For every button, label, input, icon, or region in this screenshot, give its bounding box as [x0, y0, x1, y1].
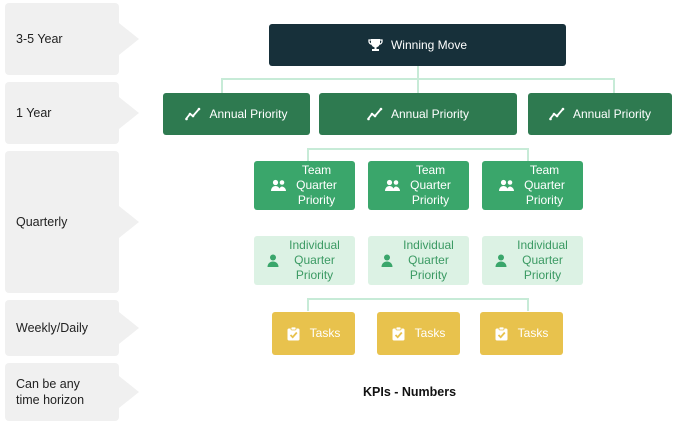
annual-priority-node[interactable]: Annual Priority — [528, 93, 672, 135]
row-label-quarterly: Quarterly — [5, 151, 119, 293]
annual-priority-label: Annual Priority — [572, 106, 652, 121]
annual-priority-node[interactable]: Annual Priority — [319, 93, 517, 135]
row-label-any-horizon: Can be any time horizon — [5, 363, 119, 421]
team-quarter-priority-node[interactable]: Team Quarter Priority — [254, 161, 355, 210]
connector-team-drop — [527, 148, 529, 161]
row-label-text: 3-5 Year — [16, 31, 63, 46]
individual-quarter-priority-node[interactable]: Individual Quarter Priority — [254, 236, 355, 285]
row-label-3-5-year: 3-5 Year — [5, 3, 119, 75]
row-label-weekly-daily: Weekly/Daily — [5, 300, 119, 356]
tasks-node[interactable]: Tasks — [377, 312, 460, 355]
connector-task-drop — [307, 298, 309, 311]
team-quarter-priority-node[interactable]: Team Quarter Priority — [482, 161, 583, 210]
individual-quarter-priority-label: Individual Quarter Priority — [517, 238, 568, 282]
team-quarter-priority-label: Team Quarter Priority — [296, 163, 337, 207]
winning-move-label: Winning Move — [390, 37, 468, 52]
annual-priority-label: Annual Priority — [390, 106, 470, 121]
individual-quarter-priority-label: Individual Quarter Priority — [403, 238, 454, 282]
tasks-label: Tasks — [414, 326, 446, 340]
team-quarter-priority-label: Team Quarter Priority — [524, 163, 565, 207]
annual-priority-label: Annual Priority — [209, 106, 288, 121]
connector-annual-drop — [613, 78, 615, 93]
row-arrow — [119, 206, 139, 238]
connector-winning-stem — [417, 66, 419, 79]
individual-quarter-priority-node[interactable]: Individual Quarter Priority — [368, 236, 469, 285]
team-quarter-priority-label: Team Quarter Priority — [410, 163, 451, 207]
trophy-icon — [368, 38, 383, 52]
tasks-label: Tasks — [517, 326, 549, 340]
individual-quarter-priority-node[interactable]: Individual Quarter Priority — [482, 236, 583, 285]
trend-icon — [185, 107, 201, 121]
annual-priority-node[interactable]: Annual Priority — [163, 93, 310, 135]
tasks-node[interactable]: Tasks — [272, 312, 355, 355]
group-icon — [498, 179, 515, 192]
person-icon — [495, 254, 507, 267]
row-label-text: Weekly/Daily — [16, 320, 89, 335]
trend-icon — [367, 107, 383, 121]
clipboard-check-icon — [495, 326, 508, 341]
person-icon — [381, 254, 393, 267]
connector-task-drop — [527, 298, 529, 311]
row-arrow — [119, 312, 139, 344]
person-icon — [267, 254, 279, 267]
group-icon — [384, 179, 401, 192]
clipboard-check-icon — [392, 326, 405, 341]
tasks-node[interactable]: Tasks — [480, 312, 563, 355]
row-arrow — [119, 97, 139, 129]
group-icon — [270, 179, 287, 192]
row-label-1-year: 1 Year — [5, 82, 119, 144]
tasks-label: Tasks — [309, 326, 341, 340]
row-label-text: 1 Year — [16, 105, 52, 120]
trend-icon — [549, 107, 565, 121]
connector-team-drop — [307, 148, 309, 161]
connector-team-bar — [307, 148, 529, 150]
row-arrow — [119, 376, 139, 408]
connector-annual-drop — [417, 78, 419, 93]
individual-quarter-priority-label: Individual Quarter Priority — [289, 238, 340, 282]
winning-move-node[interactable]: Winning Move — [269, 24, 566, 66]
connector-annual-drop — [221, 78, 223, 93]
clipboard-check-icon — [287, 326, 300, 341]
row-label-text: Quarterly — [16, 214, 68, 229]
row-label-text: Can be any time horizon — [16, 376, 85, 407]
connector-task-bar — [307, 298, 529, 300]
row-arrow — [119, 23, 139, 55]
kpi-label: KPIs - Numbers — [363, 385, 457, 399]
team-quarter-priority-node[interactable]: Team Quarter Priority — [368, 161, 469, 210]
